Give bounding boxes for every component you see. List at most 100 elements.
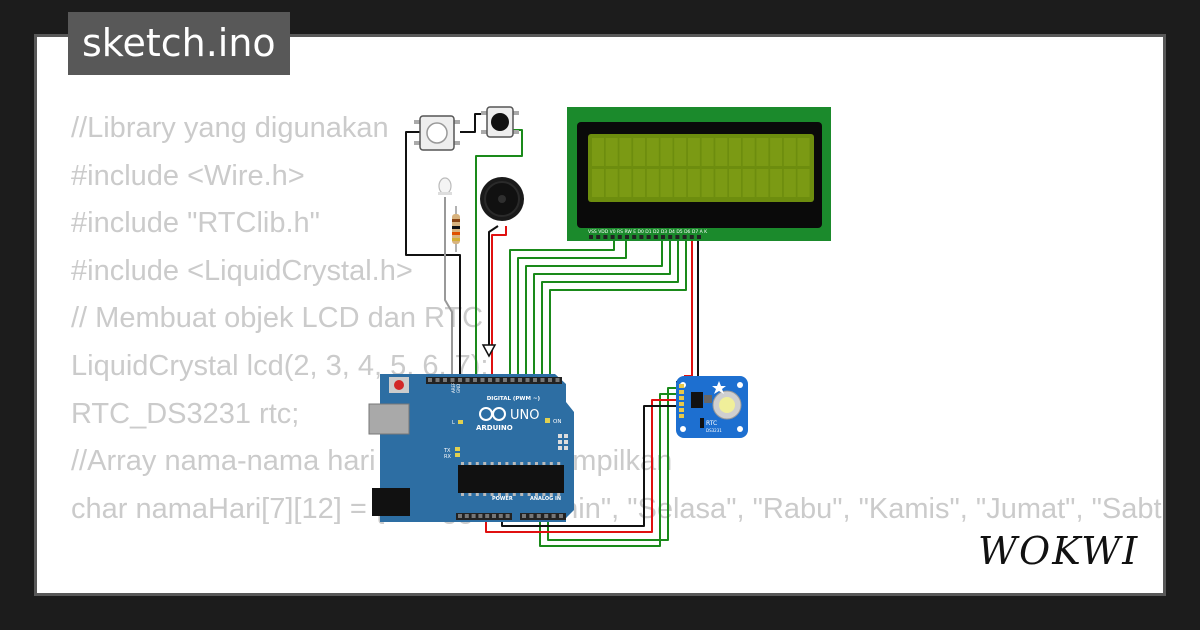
lcd-pin xyxy=(610,235,615,239)
lcd-display[interactable]: VSS VDD V0 RS RW E D0 D1 D2 D3 D4 D5 D6 … xyxy=(567,107,831,241)
rtc-module[interactable]: RTC DS3231 xyxy=(676,376,748,438)
digital-pin xyxy=(555,378,560,382)
lcd-cell xyxy=(756,169,769,197)
tx-label: TX xyxy=(443,448,451,454)
analog-pin xyxy=(536,514,541,518)
chip-leg xyxy=(498,462,501,465)
lcd-cell xyxy=(742,138,755,166)
lcd-cell xyxy=(687,169,700,197)
wokwi-wordmark: WOKWI xyxy=(978,529,1139,573)
lcd-cell xyxy=(660,169,673,197)
pushbutton-white[interactable] xyxy=(414,115,460,151)
digital-pin xyxy=(510,378,515,382)
chip-leg xyxy=(527,462,531,465)
buzzer[interactable] xyxy=(480,177,524,221)
wire-rtc-vcc xyxy=(485,399,676,533)
lcd-cell xyxy=(687,138,700,166)
rtc-pin xyxy=(679,384,684,388)
chip-leg xyxy=(475,493,479,496)
lcd-pin xyxy=(646,235,651,239)
rtc-pin xyxy=(679,408,684,412)
wire-rtc-gnd xyxy=(501,405,676,527)
wire-rtc-sda xyxy=(539,393,676,547)
power-pin xyxy=(478,514,483,518)
chip-leg xyxy=(527,493,531,496)
chip-leg xyxy=(498,493,501,496)
lcd-cell xyxy=(783,138,796,166)
lcd-pin xyxy=(617,235,622,239)
wire-lcd-d7 xyxy=(549,238,687,382)
lcd-pin-labels: VSS VDD V0 RS RW E D0 D1 D2 D3 D4 D5 D6 … xyxy=(588,229,708,235)
icsp-pin xyxy=(558,446,562,450)
gnd-label: GND xyxy=(456,384,461,393)
digital-pin xyxy=(525,378,530,382)
wire-button-link xyxy=(460,113,487,133)
lcd-cell xyxy=(701,169,714,197)
lcd-cell xyxy=(633,138,646,166)
lcd-pin xyxy=(632,235,637,239)
chip-leg xyxy=(542,493,546,496)
arduino-uno[interactable]: DIGITAL (PWM ~) AREF GND ARDUINO UNO L T… xyxy=(368,374,574,522)
chip-leg xyxy=(512,462,516,465)
lcd-pin xyxy=(668,235,673,239)
microcontroller-chip xyxy=(458,465,564,493)
icsp-header xyxy=(558,434,568,450)
icsp-pin xyxy=(564,440,568,444)
wire-lcd-rs xyxy=(509,238,615,382)
rtc-pin xyxy=(679,414,684,418)
led[interactable] xyxy=(438,177,452,195)
aref-label: AREF xyxy=(451,382,456,393)
lcd-cell xyxy=(729,138,741,166)
lcd-pin xyxy=(689,235,694,239)
lcd-pin xyxy=(661,235,665,239)
power-jack xyxy=(372,488,410,516)
rtc-pin xyxy=(679,402,684,406)
lcd-cell xyxy=(619,138,632,166)
power-pin xyxy=(458,514,462,518)
chip-leg xyxy=(557,462,561,465)
analog-pin xyxy=(559,514,563,518)
lcd-cell xyxy=(592,138,604,166)
wire-buzzer-pos xyxy=(491,226,507,382)
digital-pin xyxy=(473,378,477,382)
rtc-pin xyxy=(679,390,684,394)
wire-button-gnd xyxy=(405,131,461,382)
lcd-cell xyxy=(715,169,728,197)
chip-leg xyxy=(483,493,487,496)
rtc-label: RTC xyxy=(706,420,717,427)
chip-leg xyxy=(490,493,494,496)
lcd-cell xyxy=(660,138,673,166)
chip-leg xyxy=(490,462,494,465)
digital-pin xyxy=(465,378,470,382)
lcd-pin xyxy=(589,235,593,239)
digital-pin xyxy=(540,378,545,382)
icsp-pin xyxy=(564,446,568,450)
wire-button-signal xyxy=(475,129,523,382)
rtc-chip xyxy=(691,392,703,408)
digital-pin xyxy=(488,378,492,382)
rtc-chip-label: DS3231 xyxy=(706,428,722,433)
pushbutton-black[interactable] xyxy=(481,106,519,138)
chip-leg xyxy=(535,493,538,496)
resistor[interactable] xyxy=(452,206,460,252)
lcd-cell xyxy=(770,169,783,197)
digital-label: DIGITAL (PWM ~) xyxy=(487,396,541,402)
chip-leg xyxy=(542,462,546,465)
lcd-pin xyxy=(596,235,601,239)
analog-pin xyxy=(551,514,556,518)
chip-leg xyxy=(461,462,464,465)
power-pin xyxy=(485,514,490,518)
analog-pin xyxy=(522,514,526,518)
digital-pin xyxy=(548,378,552,382)
chip-leg xyxy=(468,462,472,465)
wires xyxy=(405,113,699,547)
lcd-pin xyxy=(603,235,608,239)
chip-leg xyxy=(475,462,479,465)
chip-leg xyxy=(549,462,553,465)
lcd-character-grid xyxy=(592,138,810,197)
power-pin xyxy=(471,514,476,518)
wire-lcd-d6 xyxy=(541,238,679,382)
wire-lcd-d4 xyxy=(525,238,663,382)
lcd-cell xyxy=(701,138,714,166)
